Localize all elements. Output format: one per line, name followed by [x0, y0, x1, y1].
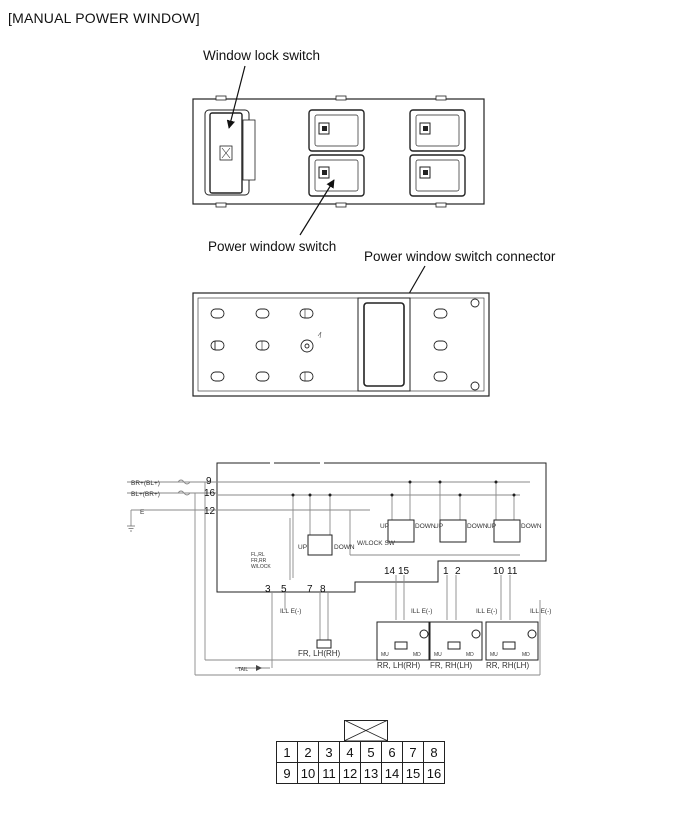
connector-pin-6: 6 [381, 741, 403, 763]
label-ill-3: ILL E(-) [476, 608, 497, 615]
connector-pin-4: 4 [339, 741, 361, 763]
connector-pin-1: 1 [276, 741, 298, 763]
label-md-1: MD [413, 652, 421, 658]
connector-pin-12: 12 [339, 762, 361, 784]
callout-power-window-switch: Power window switch [208, 239, 337, 254]
pin-label-16: 16 [204, 488, 216, 499]
connector-pin-table: 1 2 3 4 5 6 7 8 9 10 11 12 13 14 15 16 [276, 741, 445, 784]
window-lock-switch[interactable] [204, 109, 256, 196]
connector-row-2: 9 10 11 12 13 14 15 16 [276, 762, 445, 784]
connector-pin-15: 15 [402, 762, 424, 784]
label-down-1: DOWN [334, 544, 355, 551]
label-down-4: DOWN [521, 523, 542, 530]
pin-label-11: 11 [507, 566, 518, 577]
switch-assembly-bottom-view [192, 292, 490, 397]
pin-label-7: 7 [307, 584, 313, 595]
schematic-labels: BR+(BL+) BL+(BR+) E 9 16 12 3 5 7 8 14 1… [131, 476, 551, 673]
label-up-1: UP [298, 544, 307, 551]
pin-label-1: 1 [443, 566, 449, 577]
connector-pin-5: 5 [360, 741, 382, 763]
pin-label-15: 15 [398, 566, 410, 577]
label-down-3: DOWN [467, 523, 488, 530]
power-window-switch-fl[interactable] [308, 109, 365, 152]
connector-pin-11: 11 [318, 762, 340, 784]
connector-pin-8: 8 [423, 741, 445, 763]
connector-pin-2: 2 [297, 741, 319, 763]
label-mu-2: MU [434, 652, 442, 658]
label-down-2: DOWN [415, 523, 436, 530]
pin-label-9: 9 [206, 476, 212, 487]
pin-label-14: 14 [384, 566, 396, 577]
pin-label-2: 2 [455, 566, 461, 577]
label-mu-3: MU [490, 652, 498, 658]
label-tail: TAIL [238, 667, 248, 673]
label-ill-2: ILL E(-) [411, 608, 432, 615]
label-md-3: MD [522, 652, 530, 658]
power-window-switch-connector-recess[interactable] [357, 297, 411, 392]
label-mu-1: MU [381, 652, 389, 658]
label-wlock-sw: W/LOCK SW [357, 540, 396, 547]
connector-pin-3: 3 [318, 741, 340, 763]
connector-row-1: 1 2 3 4 5 6 7 8 [276, 741, 445, 763]
arrow-window-lock [226, 65, 246, 129]
label-motor-fr-lh: FR, LH(RH) [298, 649, 341, 658]
connector-key [344, 720, 388, 741]
label-motor-rr-rh: RR, RH(LH) [486, 661, 529, 670]
connector-pin-16: 16 [423, 762, 445, 784]
connector-pin-9: 9 [276, 762, 298, 784]
page-title: [MANUAL POWER WINDOW] [8, 10, 200, 26]
label-wlock-small-1: FL,RL [251, 552, 265, 558]
label-ill-1: ILL E(-) [280, 608, 301, 615]
pin-label-12: 12 [204, 506, 216, 517]
callout-connector: Power window switch connector [364, 249, 556, 264]
power-window-switch-fr[interactable] [409, 109, 466, 152]
arrow-power-window [299, 179, 335, 236]
label-ground: E [140, 509, 145, 516]
switch-assembly-top-view [192, 65, 485, 319]
label-bl-plus: BL+(BR+) [131, 491, 160, 498]
label-ill-4: ILL E(-) [530, 608, 551, 615]
label-br-plus: BR+(BL+) [131, 480, 160, 487]
connector-pin-7: 7 [402, 741, 424, 763]
connector-pin-10: 10 [297, 762, 319, 784]
connector-pin-14: 14 [381, 762, 403, 784]
callout-window-lock-switch: Window lock switch [203, 48, 321, 63]
label-up-4: UP [487, 523, 496, 530]
power-window-switch-rr[interactable] [409, 154, 466, 197]
pin-label-8: 8 [320, 584, 326, 595]
connector-pin-13: 13 [360, 762, 382, 784]
label-wlock-small-2: FR,RR [251, 558, 267, 564]
label-wlock-small-3: W/LOCK [251, 564, 271, 570]
pin-label-3: 3 [265, 584, 271, 595]
pin-label-5: 5 [281, 584, 287, 595]
power-window-switch-rl[interactable] [308, 154, 365, 197]
label-up-2: UP [380, 523, 389, 530]
label-motor-fr-rh: FR, RH(LH) [430, 661, 473, 670]
circuit-schematic [127, 462, 547, 676]
pin-label-10: 10 [493, 566, 505, 577]
label-md-2: MD [466, 652, 474, 658]
label-up-3: UP [434, 523, 443, 530]
label-motor-rr-lh: RR, LH(RH) [377, 661, 420, 670]
